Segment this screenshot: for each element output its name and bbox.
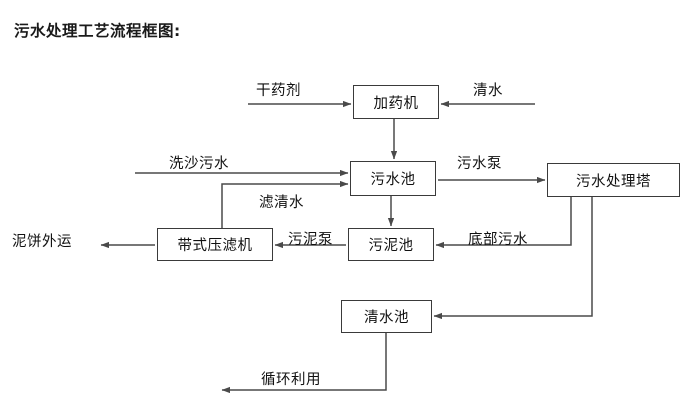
node-dosing-machine[interactable]: 加药机 [353, 85, 439, 119]
edge-label-recycle-use: 循环利用 [261, 372, 321, 388]
node-label: 污泥池 [368, 238, 414, 254]
node-label: 清水池 [364, 310, 409, 326]
node-label: 带式压滤机 [177, 238, 253, 254]
edge-bottom-wastewater-to-sludge-pool [435, 197, 572, 249]
node-treatment-tower[interactable]: 污水处理塔 [547, 163, 680, 197]
node-clean-water-pool[interactable]: 清水池 [341, 300, 432, 333]
edge-label-bottom-wastewater: 底部污水 [468, 232, 528, 248]
node-sludge-pool[interactable]: 污泥池 [348, 228, 434, 261]
edge-label-dry-chemical: 干药剂 [256, 83, 301, 99]
edge-label-wastewater-pump: 污水泵 [457, 156, 502, 172]
edge-label-filtered-water: 滤清水 [259, 195, 304, 211]
terminal-label-mud-cake-out: 泥饼外运 [12, 234, 72, 250]
node-label: 污水池 [370, 172, 416, 188]
node-label: 加药机 [373, 95, 419, 112]
edge-filtered-water-to-wastewater-pool [221, 180, 349, 228]
edge-label-sand-wash-water: 洗沙污水 [169, 156, 229, 172]
page-title: 污水处理工艺流程框图: [14, 22, 181, 40]
edge-label-sludge-pump: 污泥泵 [288, 232, 333, 248]
edge-label-clean-water: 清水 [473, 83, 503, 99]
node-label: 污水处理塔 [576, 173, 651, 190]
node-belt-filter-press[interactable]: 带式压滤机 [157, 228, 273, 261]
edge-clean-water-pool-to-recycle [221, 333, 387, 394]
node-wastewater-pool[interactable]: 污水池 [350, 161, 436, 196]
edge-treatment-tower-to-clean-water-pool [433, 197, 593, 320]
